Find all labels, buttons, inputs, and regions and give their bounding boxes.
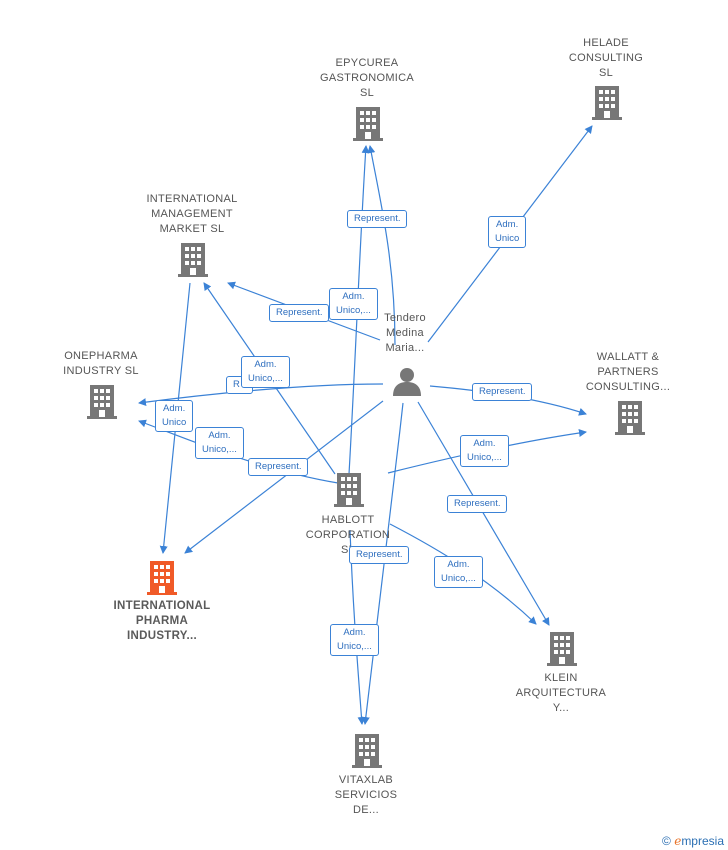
node-label-epycurea[interactable]: EPYCUREA GASTRONOMICA SL <box>302 56 432 101</box>
edge-label-line: Unico,... <box>337 641 372 652</box>
edge-label-line: Unico,... <box>248 373 283 384</box>
edge-label-line: Unico <box>495 233 520 244</box>
label-line: HELADE <box>583 37 629 49</box>
edge-label-line: Adm. <box>496 219 519 230</box>
label-line: Tendero <box>384 312 426 324</box>
edge-label-line: Unico,... <box>336 305 371 316</box>
edge-label-represent[interactable]: Represent. <box>447 495 508 513</box>
edge-label-line: Adm. <box>208 430 231 441</box>
edge-label-adm-unico[interactable]: Adm. Unico,... <box>434 556 483 588</box>
edge-label-adm-unico[interactable]: Adm. Unico,... <box>195 427 244 459</box>
label-line: Y... <box>552 702 570 714</box>
edge-label-represent[interactable]: Represent. <box>269 304 330 322</box>
edge-label-adm-unico[interactable]: Adm. Unico <box>488 216 527 248</box>
edge-label-line: Represent. <box>255 461 302 472</box>
edge-person-intlpharma <box>184 400 384 554</box>
label-line: INTERNATIONAL <box>146 193 238 205</box>
edge-label-line: Represent. <box>354 213 401 224</box>
label-line: VITAXLAB <box>338 774 394 786</box>
label-line: KLEIN <box>544 672 578 684</box>
node-label-klein[interactable]: KLEIN ARQUITECTURA Y... <box>496 671 626 716</box>
edge-label-adm-unico[interactable]: Adm. Unico,... <box>330 624 379 656</box>
node-label-onepharma[interactable]: ONEPHARMA INDUSTRY SL <box>36 349 166 379</box>
edge-label-line: Adm. <box>343 627 366 638</box>
edge-label-line: Adm. <box>447 559 470 570</box>
edge-label-represent[interactable]: Represent. <box>472 383 533 401</box>
label-line: Medina <box>386 327 424 339</box>
label-line: MANAGEMENT <box>151 208 233 220</box>
edge-label-adm-unico[interactable]: Adm. Unico,... <box>460 435 509 467</box>
building-icon[interactable] <box>547 632 577 666</box>
edge-label-line: Unico,... <box>202 444 237 455</box>
edge-label-line: Adm. <box>254 359 277 370</box>
building-icon[interactable] <box>334 473 364 507</box>
edge-label-represent[interactable]: Represent. <box>248 458 309 476</box>
node-label-intl-pharma[interactable]: INTERNATIONAL PHARMA INDUSTRY... <box>97 599 227 644</box>
edge-label-line: Unico <box>162 417 187 428</box>
label-line: PARTNERS <box>597 366 659 378</box>
edge-label-adm-unico[interactable]: Adm. Unico,... <box>241 356 290 388</box>
label-line: CONSULTING... <box>585 381 671 393</box>
edge-label-line: Unico,... <box>441 573 476 584</box>
label-line: CORPORATION <box>305 529 391 541</box>
edge-label-represent[interactable]: Represent. <box>347 210 408 228</box>
label-line: HABLOTT <box>321 514 375 526</box>
label-line: ONEPHARMA <box>64 350 138 362</box>
person-icon[interactable] <box>393 368 421 396</box>
brand-mark: e <box>674 834 682 848</box>
edge-label-line: Adm. <box>163 403 186 414</box>
edge-label-adm-unico[interactable]: Adm. Unico <box>155 400 194 432</box>
label-line: WALLATT & <box>596 351 660 363</box>
building-icon[interactable] <box>87 385 117 419</box>
edge-label-line: R <box>233 379 240 390</box>
building-icon[interactable] <box>178 243 208 277</box>
edge-person-klein <box>417 401 550 626</box>
edge-label-line: Represent. <box>276 307 323 318</box>
edge-label-line: Adm. <box>342 291 365 302</box>
building-icon[interactable] <box>352 734 382 768</box>
building-icon[interactable] <box>615 401 645 435</box>
node-label-helade[interactable]: HELADE CONSULTING SL <box>541 36 671 81</box>
label-line: EPYCUREA <box>335 57 399 69</box>
node-label-vitaxlab[interactable]: VITAXLAB SERVICIOS DE... <box>301 773 431 818</box>
label-line: INTERNATIONAL <box>113 600 211 612</box>
edge-label-line: Represent. <box>479 386 526 397</box>
label-line: INDUSTRY SL <box>63 365 139 377</box>
edge-person-epycurea <box>367 145 396 346</box>
node-label-intl-mgmt[interactable]: INTERNATIONAL MANAGEMENT MARKET SL <box>127 192 257 237</box>
node-label-person[interactable]: Tendero Medina Maria... <box>340 311 470 356</box>
label-line: INDUSTRY... <box>127 630 197 642</box>
label-line: SERVICIOS <box>334 789 398 801</box>
brand-logo: © empresia <box>662 834 724 848</box>
label-line: SL <box>598 67 614 79</box>
edge-label-line: Represent. <box>454 498 501 509</box>
edge-label-adm-unico[interactable]: Adm. Unico,... <box>329 288 378 320</box>
label-line: PHARMA <box>135 615 189 627</box>
label-line: DE... <box>353 804 379 816</box>
edge-label-represent[interactable]: Represent. <box>349 546 410 564</box>
label-line: ARQUITECTURA <box>515 687 607 699</box>
copyright-icon: © <box>662 834 671 848</box>
node-label-wallatt[interactable]: WALLATT & PARTNERS CONSULTING... <box>563 350 693 395</box>
edge-label-line: Unico,... <box>467 452 502 463</box>
brand-name: mpresia <box>681 834 724 848</box>
edge-label-line: Adm. <box>473 438 496 449</box>
edge-person-vitaxlab <box>361 402 404 725</box>
label-line: MARKET SL <box>159 223 225 235</box>
label-line: Maria... <box>385 342 425 354</box>
label-line: GASTRONOMICA <box>319 72 415 84</box>
edge-label-line: Represent. <box>356 549 403 560</box>
building-icon[interactable] <box>353 107 383 141</box>
label-line: SL <box>359 87 375 99</box>
building-icon[interactable] <box>147 561 177 595</box>
label-line: CONSULTING <box>568 52 644 64</box>
building-icon[interactable] <box>592 86 622 120</box>
